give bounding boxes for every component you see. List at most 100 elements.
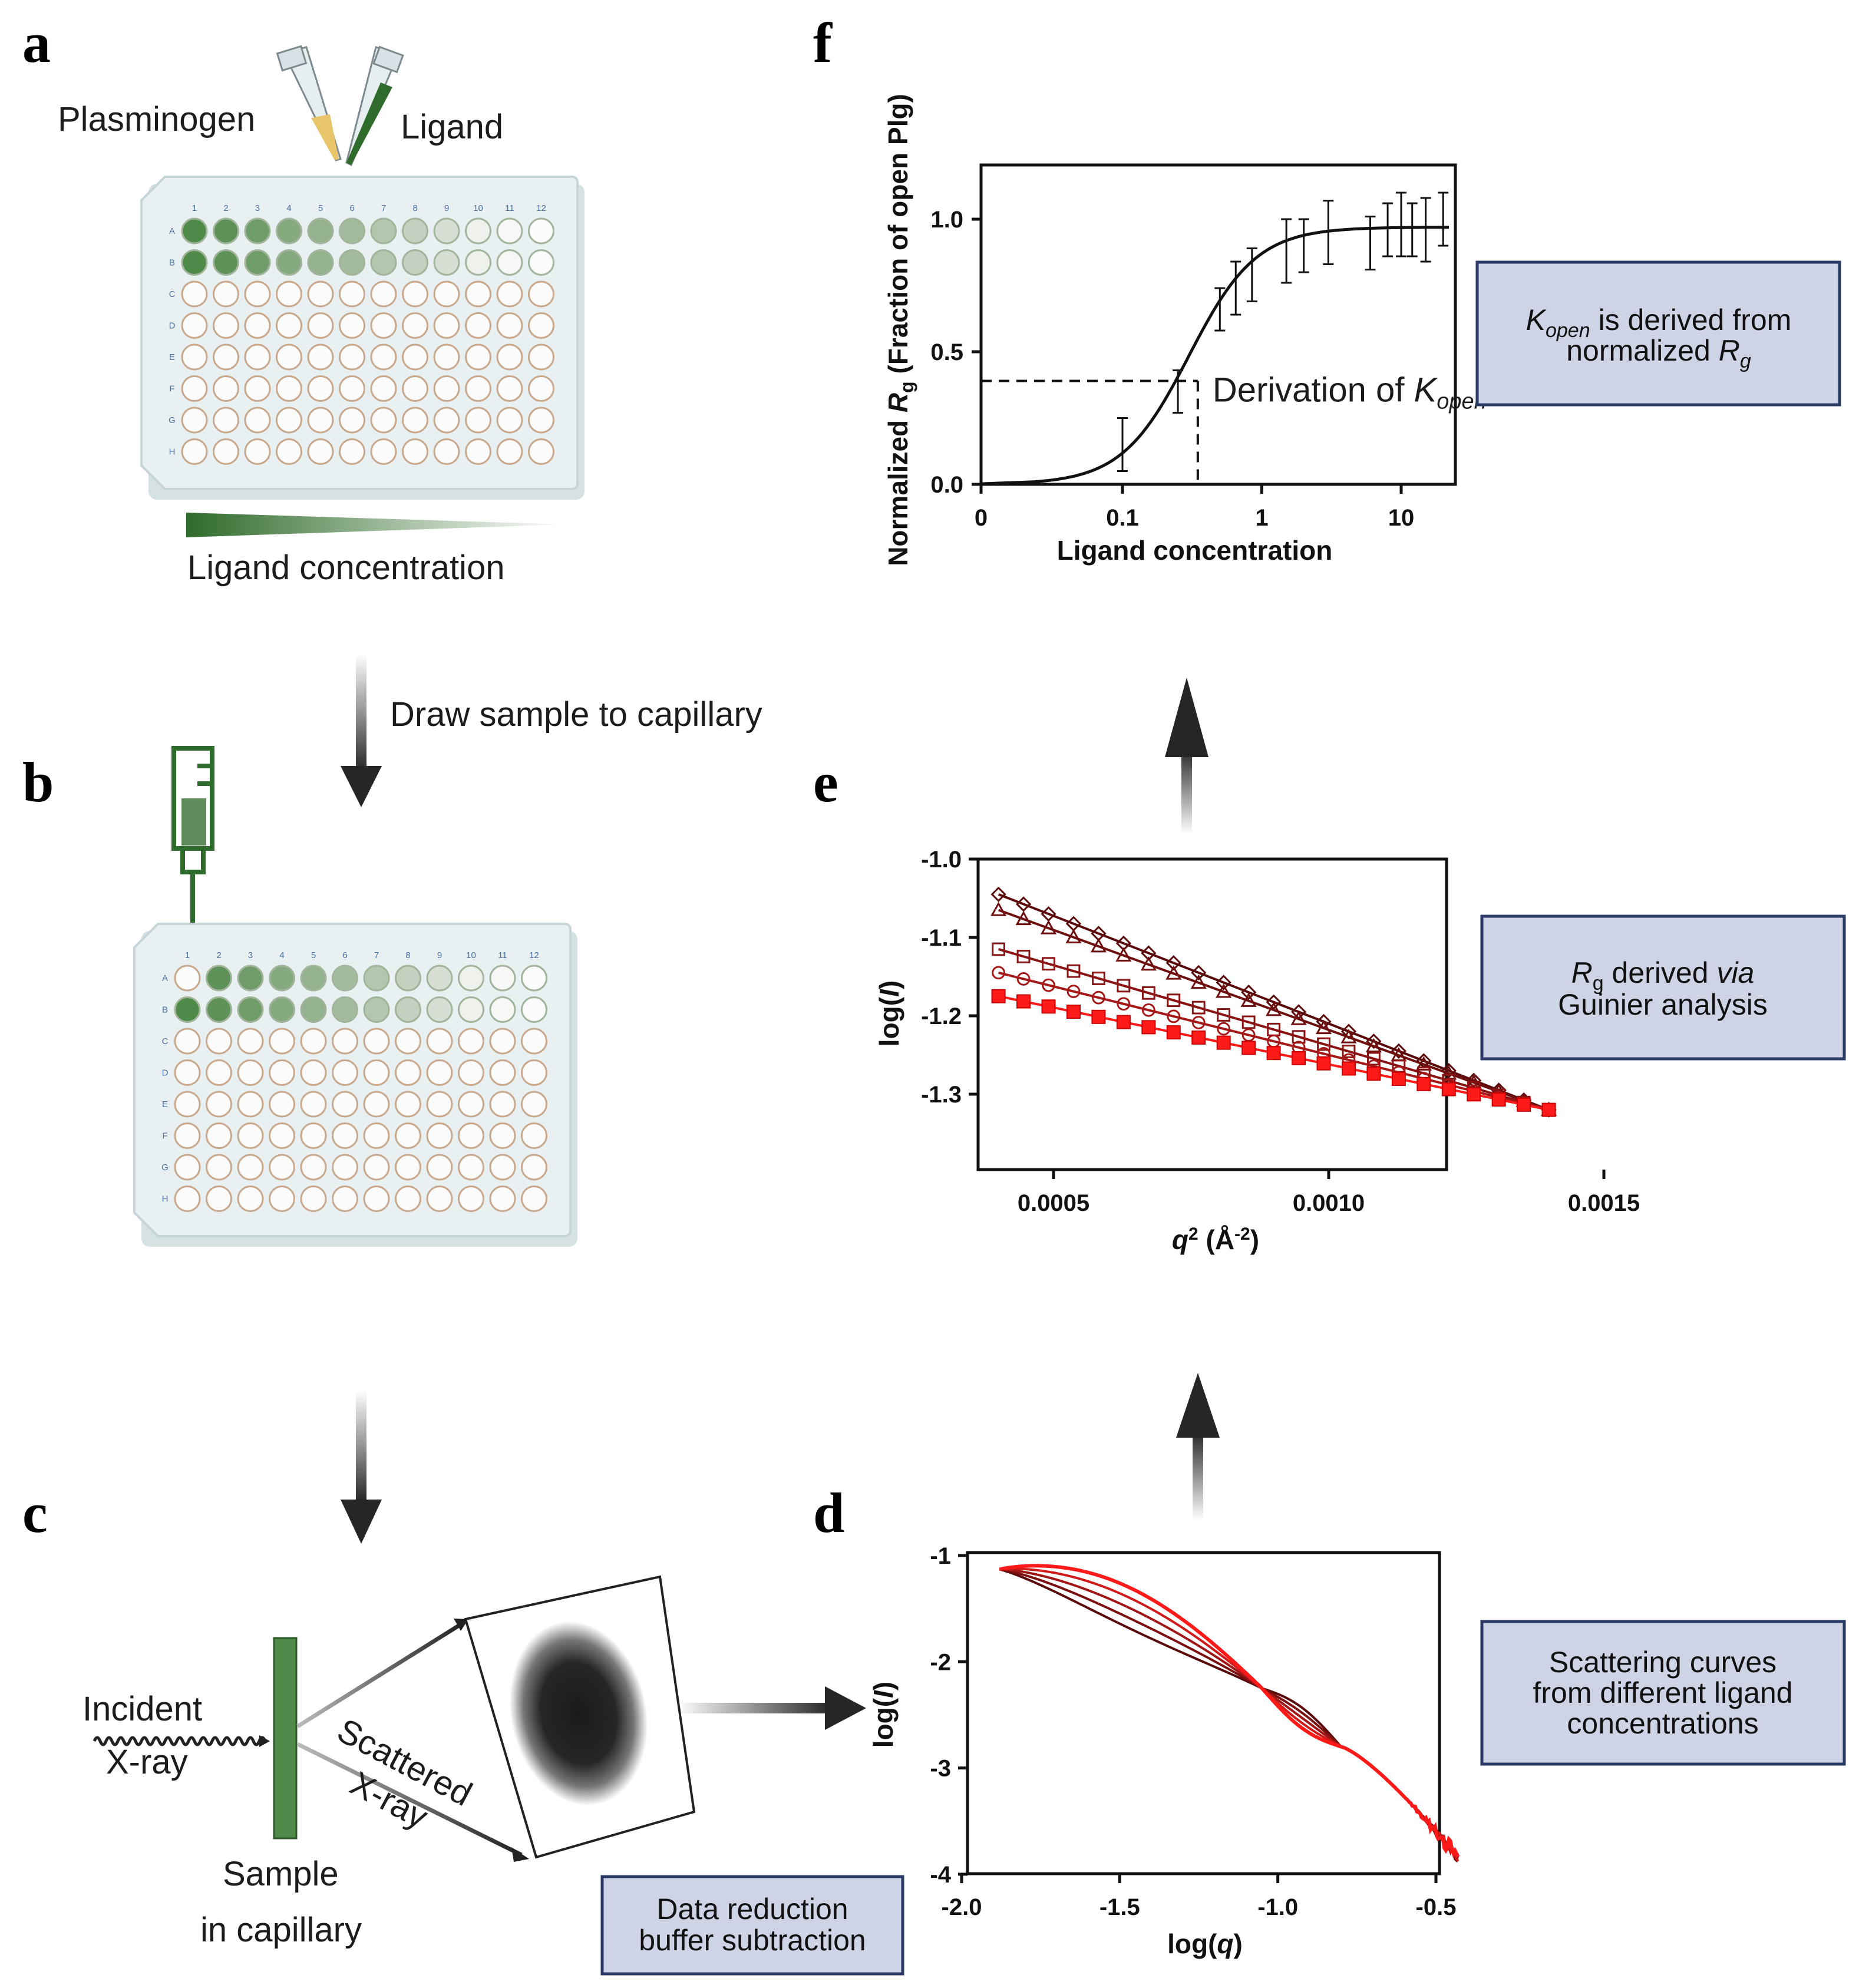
y-tick-label: 0.0 — [930, 472, 963, 498]
well — [333, 1187, 358, 1211]
well — [490, 1092, 515, 1117]
well — [301, 1029, 326, 1054]
well — [522, 1029, 547, 1054]
x-tick-label: 0 — [975, 505, 988, 531]
arrow-d-to-e — [1176, 1373, 1220, 1520]
well — [308, 408, 333, 432]
plate-row-label: A — [169, 226, 175, 236]
plate-column-label: 9 — [437, 950, 442, 960]
well — [333, 1124, 358, 1148]
well — [434, 219, 459, 243]
well — [403, 282, 428, 306]
well — [182, 219, 207, 243]
well — [277, 313, 302, 338]
data-point — [1417, 1078, 1430, 1091]
well — [371, 219, 396, 243]
well — [364, 1092, 389, 1117]
well — [270, 1092, 295, 1117]
well — [371, 250, 396, 275]
well — [497, 440, 522, 464]
data-point — [1092, 1010, 1105, 1023]
data-point — [1342, 1062, 1355, 1075]
well — [396, 966, 421, 990]
plate-column-label: 11 — [505, 203, 514, 213]
well — [522, 1092, 547, 1117]
data-point — [1042, 1000, 1055, 1013]
plate-column-label: 11 — [498, 950, 507, 960]
plate-column-label: 2 — [223, 203, 228, 213]
y-tick-label: -4 — [930, 1862, 951, 1888]
well — [182, 282, 207, 306]
well — [245, 345, 270, 369]
well — [207, 998, 232, 1022]
panel-letter-c: c — [22, 1481, 48, 1544]
plate-column-label: 4 — [286, 203, 291, 213]
plate-row-label: E — [169, 352, 175, 362]
well — [466, 408, 491, 432]
well — [308, 440, 333, 464]
well — [459, 1029, 484, 1054]
well — [245, 377, 270, 401]
kopen-annotation: Derivation of Kopen — [1213, 371, 1487, 414]
y-tick-label: -1.3 — [921, 1082, 962, 1108]
well — [333, 966, 358, 990]
plasminogen-pipette-icon — [278, 47, 341, 160]
well — [277, 408, 302, 432]
x-axis-label: Ligand concentration — [1057, 535, 1333, 566]
well — [466, 313, 491, 338]
well — [396, 1155, 421, 1180]
well — [371, 408, 396, 432]
plate-column-label: 8 — [412, 203, 417, 213]
well — [371, 345, 396, 369]
well — [434, 377, 459, 401]
scattering-box-line-3: concentrations — [1567, 1707, 1758, 1740]
well — [490, 1187, 515, 1211]
scatter-beam-upper — [298, 1623, 463, 1726]
panel-letter-d: d — [813, 1481, 844, 1544]
well — [301, 1155, 326, 1180]
well — [308, 313, 333, 338]
well — [277, 345, 302, 369]
guinier-box: Rg derived via Guinier analysis — [1482, 916, 1844, 1059]
well — [238, 1092, 263, 1117]
well — [396, 1092, 421, 1117]
well — [396, 1029, 421, 1054]
well — [245, 408, 270, 432]
y-tick-label: -1 — [930, 1543, 951, 1569]
well — [270, 998, 295, 1022]
plate-row-label: F — [169, 384, 174, 394]
well — [340, 408, 365, 432]
well — [333, 1155, 358, 1180]
plate-column-label: 2 — [216, 950, 221, 960]
plate-row-label: D — [169, 321, 176, 331]
panel-letter-a: a — [22, 11, 51, 74]
well — [364, 1061, 389, 1085]
plate-row-label: B — [162, 1005, 168, 1015]
well — [371, 440, 396, 464]
well — [497, 282, 522, 306]
well — [459, 1124, 484, 1148]
well — [340, 219, 365, 243]
well — [396, 1124, 421, 1148]
well — [497, 250, 522, 275]
plate-column-label: 5 — [311, 950, 316, 960]
draw-sample-label: Draw sample to capillary — [390, 695, 762, 734]
well — [301, 998, 326, 1022]
well — [238, 1187, 263, 1211]
well — [245, 219, 270, 243]
well — [308, 345, 333, 369]
well — [371, 282, 396, 306]
y-tick-label: -1.0 — [921, 847, 962, 873]
well — [371, 313, 396, 338]
well — [403, 377, 428, 401]
scattering-curves-chart: -2.0-1.5-1.0-0.5-1-2-3-4log(q)log(I) — [868, 1543, 1458, 1959]
panel-f: f 00.11100.00.51.0Ligand concentrationNo… — [813, 11, 1840, 566]
well — [459, 1061, 484, 1085]
well — [403, 408, 428, 432]
plot-frame — [978, 859, 1447, 1170]
well — [529, 345, 554, 369]
scattering-curve — [999, 1569, 1458, 1860]
well — [270, 1029, 295, 1054]
data-reduction-line-1: Data reduction — [656, 1893, 848, 1926]
data-point — [1242, 1041, 1255, 1054]
